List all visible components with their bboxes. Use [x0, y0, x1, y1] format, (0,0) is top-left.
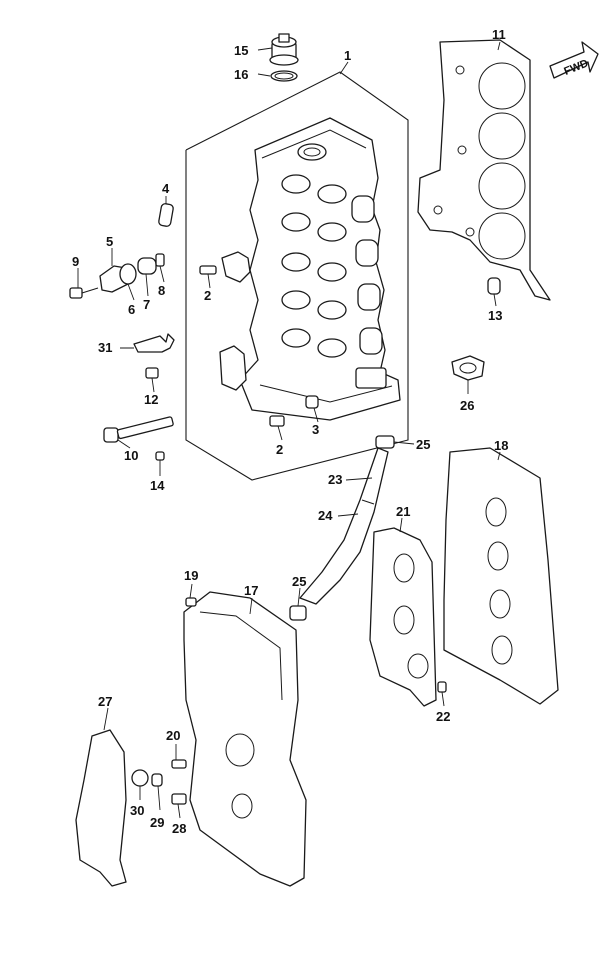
- pin-14: [155, 451, 165, 461]
- callout-17: 17: [244, 583, 258, 598]
- oil-filler-port: [297, 143, 327, 161]
- callout-31: 31: [98, 340, 112, 355]
- callout-19: 19: [184, 568, 198, 583]
- bracket-2-lower: [219, 345, 319, 427]
- forward-direction-arrow-icon: FWD: [549, 41, 599, 79]
- callout-1: 1: [344, 48, 351, 63]
- callout-4: 4: [162, 181, 170, 196]
- callout-11: 11: [492, 27, 506, 42]
- callout-6: 6: [128, 302, 135, 317]
- callout-labels: 1 15 16 11 4 5 9 6 7 8 2 31 12 10 14 2 3…: [72, 27, 508, 836]
- callout-25b: 25: [292, 574, 306, 589]
- sensor-assembly: [69, 253, 165, 299]
- cylinder-head-cover-gasket: [443, 447, 559, 705]
- hose-clip-26: [451, 355, 485, 381]
- callout-10: 10: [124, 448, 138, 463]
- callout-15: 15: [234, 43, 248, 58]
- callout-22: 22: [436, 709, 450, 724]
- cylinder-head: [239, 117, 401, 421]
- oil-filler-cap: [269, 33, 299, 66]
- grommet-30: [131, 769, 149, 787]
- callout-9: 9: [72, 254, 79, 269]
- cam-journal-row: [281, 174, 347, 358]
- bolt-8: [155, 253, 165, 267]
- hose-clamp-25-lower: [289, 605, 307, 621]
- callout-3: 3: [312, 422, 319, 437]
- cylinder-head-cover: [171, 591, 307, 887]
- callout-28: 28: [172, 821, 186, 836]
- bolt-9: [69, 287, 83, 299]
- temperature-sensor: [120, 333, 175, 353]
- bolt-20: [171, 759, 187, 769]
- breather-hose: [299, 447, 389, 605]
- outer-cover-27: [75, 729, 127, 887]
- dowel-pin-13: [487, 277, 501, 295]
- leader-lines: [77, 41, 501, 819]
- hose-clamp-25-upper: [375, 435, 395, 449]
- o-ring-6: [119, 263, 137, 285]
- callout-13: 13: [488, 308, 502, 323]
- callout-8: 8: [158, 283, 165, 298]
- cylinder-head-gasket: [417, 39, 551, 301]
- callout-7: 7: [143, 297, 150, 312]
- cylinder-head-frame: [185, 71, 409, 481]
- callout-21: 21: [396, 504, 410, 519]
- callout-25a: 25: [416, 437, 430, 452]
- callout-26: 26: [460, 398, 474, 413]
- callout-27: 27: [98, 694, 112, 709]
- callout-2b: 2: [276, 442, 283, 457]
- callout-29: 29: [150, 815, 164, 830]
- callout-30: 30: [130, 803, 144, 818]
- bolt-28: [171, 793, 187, 805]
- callout-24: 24: [318, 508, 333, 523]
- callout-18: 18: [494, 438, 508, 453]
- cover-plate-21: [369, 527, 447, 707]
- bracket-2-upper: [199, 251, 251, 283]
- callout-5: 5: [106, 234, 113, 249]
- bolt-12: [145, 367, 159, 379]
- callout-14: 14: [150, 478, 165, 493]
- collar-29: [151, 773, 163, 787]
- bolt-19: [185, 597, 197, 607]
- callout-20: 20: [166, 728, 180, 743]
- bolt-22: [437, 681, 447, 693]
- callout-16: 16: [234, 67, 248, 82]
- callout-23: 23: [328, 472, 342, 487]
- head-bolt-10: [103, 416, 174, 443]
- dowel-pin-4: [158, 203, 174, 227]
- bushing-7: [137, 257, 157, 275]
- callout-2a: 2: [204, 288, 211, 303]
- callout-12: 12: [144, 392, 158, 407]
